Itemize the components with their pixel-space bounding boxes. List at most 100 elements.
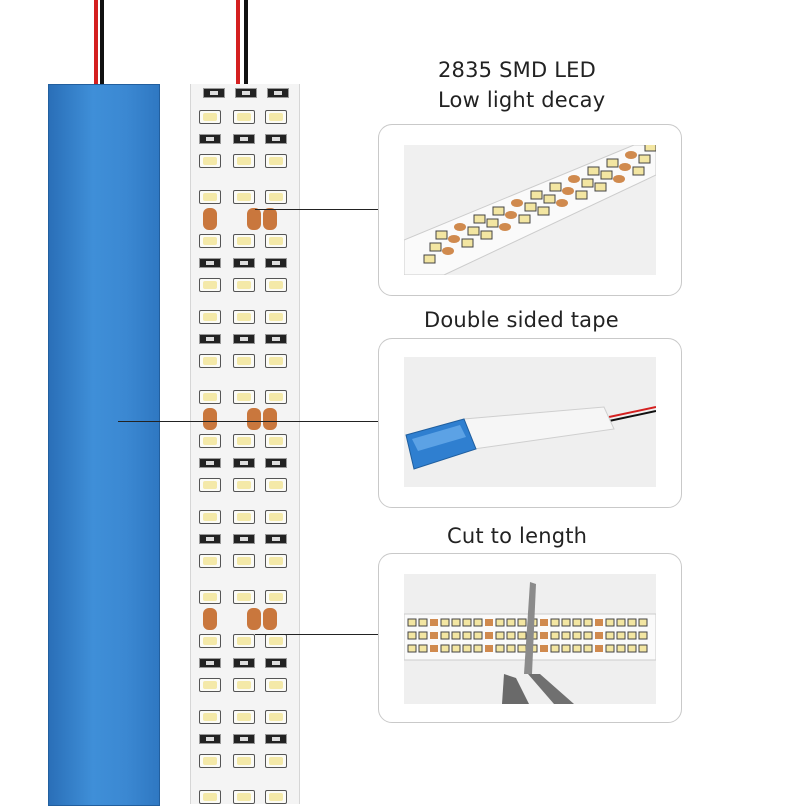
copper-pad [595,645,603,652]
resistor [199,258,221,268]
led-chip [265,510,287,524]
led-chip [517,631,527,640]
led-chip [199,278,221,292]
peeled-tape-graphic [405,406,656,470]
resistor [199,334,221,344]
led-chip [572,618,582,627]
led-chip [199,790,221,804]
copper-pad [613,175,625,183]
led-chip [233,190,255,204]
led-chip [638,631,648,640]
resistor [199,458,221,468]
led-chip [550,631,560,640]
led-chip [265,434,287,448]
led-chip [199,434,221,448]
led-chip [561,644,571,653]
led-chip [233,110,255,124]
copper-pad [430,632,438,639]
led-chip [461,238,474,248]
copper-pad [568,175,580,183]
copper-pad [540,619,548,626]
led-chip [429,242,442,252]
led-chip [627,644,637,653]
copper-cut-pad [203,608,217,630]
led-chip [265,278,287,292]
tape-closeup-image [404,357,656,487]
led-chip [199,590,221,604]
copper-cut-pad [203,208,217,230]
diagonal-led-strip-graphic [404,145,656,275]
led-chip [265,190,287,204]
red-wire-right [236,0,240,92]
led-chip [638,618,648,627]
led-chip [233,554,255,568]
led-chip [467,226,480,236]
resistor [265,734,287,744]
led-chip [233,234,255,248]
led-chip [462,631,472,640]
resistor [233,334,255,344]
led-chip [265,110,287,124]
resistor [233,534,255,544]
led-chip [265,754,287,768]
led-chip [440,618,450,627]
led-chip [486,218,499,228]
tape-label: Double sided tape [424,308,619,332]
led-chip [199,190,221,204]
resistor [233,658,255,668]
solder-joint [203,88,225,98]
led-chip [418,631,428,640]
copper-pad [595,619,603,626]
led-chip [473,644,483,653]
led-chip [530,190,543,200]
led-chip [524,202,537,212]
led-chip [473,618,483,627]
copper-pad [485,632,493,639]
led-chip [265,478,287,492]
led-chip [632,166,645,176]
led-chip [638,154,651,164]
led-chip [199,354,221,368]
led-chip [440,631,450,640]
led-type-label: 2835 SMD LED [438,58,596,82]
led-chip [517,618,527,627]
led-chip [583,631,593,640]
led-chip [265,390,287,404]
led-chip [616,644,626,653]
led-chip [451,631,461,640]
led-chip [199,634,221,648]
led-chip [199,554,221,568]
led-chip [506,631,516,640]
led-chip [550,644,560,653]
cut-closeup-image [404,574,656,704]
led-chip [627,618,637,627]
resistor [199,534,221,544]
red-wire-left [94,0,98,86]
led-chip [265,634,287,648]
led-closeup-panel [378,124,682,296]
led-chip [199,390,221,404]
led-chip [233,154,255,168]
copper-pad [448,235,460,243]
black-wire-right [244,0,248,92]
copper-pad [595,632,603,639]
led-chip [572,644,582,653]
copper-pad [454,223,466,231]
resistor [199,658,221,668]
led-chip [473,214,486,224]
led-chip [606,158,619,168]
led-chip [495,618,505,627]
copper-pad [430,645,438,652]
copper-cut-pad [203,408,217,430]
copper-pad [540,645,548,652]
led-chip [495,631,505,640]
led-chip [550,618,560,627]
tape-pointer-line [118,421,386,422]
resistor [265,258,287,268]
led-chip [462,618,472,627]
copper-pad [511,199,523,207]
cut-pointer-line [255,634,385,635]
led-chip [543,194,556,204]
led-chip [265,678,287,692]
led-pointer-line [255,209,385,210]
